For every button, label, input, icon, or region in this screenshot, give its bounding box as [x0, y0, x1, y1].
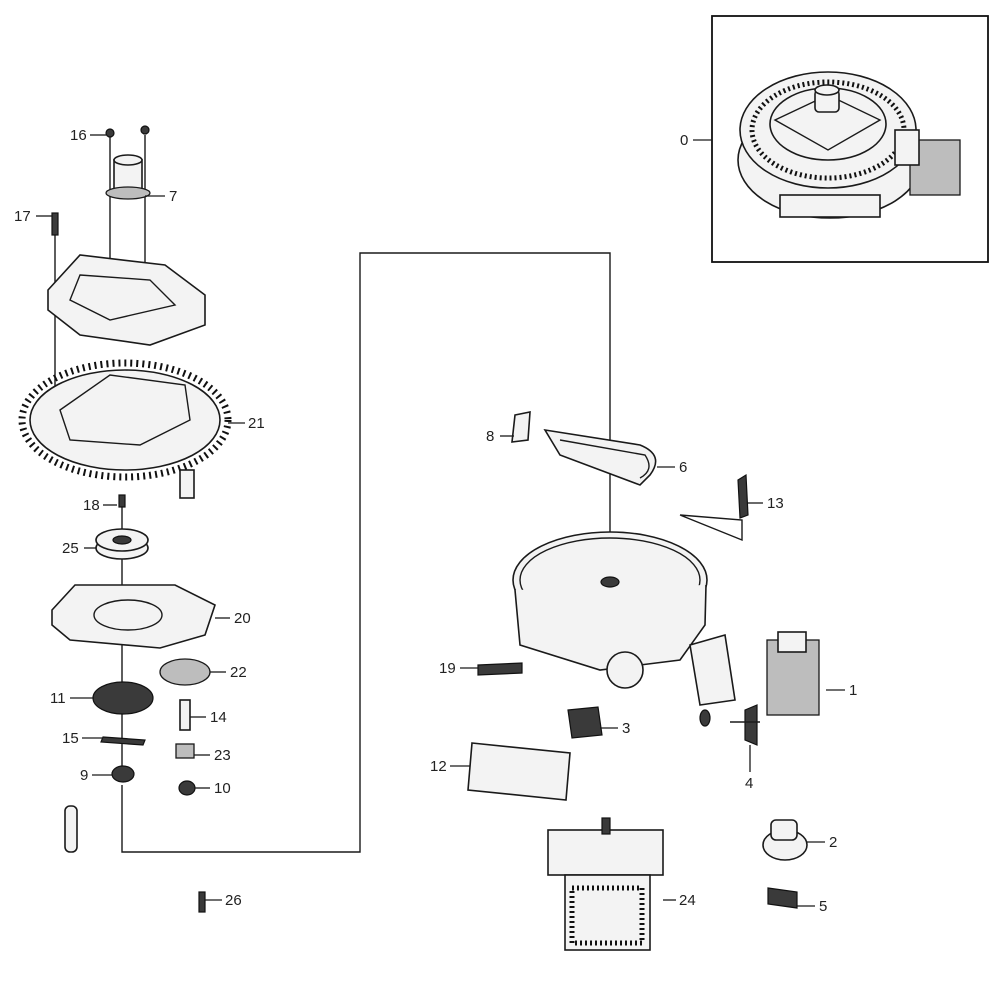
right-small-parts — [467, 631, 820, 909]
callout-12: 12 — [430, 758, 447, 775]
upper-cover-group — [47, 125, 206, 390]
callout-10: 10 — [214, 780, 231, 797]
callout-16: 16 — [70, 127, 87, 144]
callout-22: 22 — [230, 664, 247, 681]
leader-lines — [36, 134, 845, 907]
sump-housing — [512, 514, 743, 706]
callout-21: 21 — [248, 415, 265, 432]
callout-19: 19 — [439, 660, 456, 677]
callout-14: 14 — [210, 709, 227, 726]
callout-8: 8 — [486, 428, 494, 445]
callout-labels: 0 1 2 3 4 5 6 7 8 9 10 11 12 13 14 15 16… — [14, 127, 857, 915]
callout-23: 23 — [214, 747, 231, 764]
callout-24: 24 — [679, 892, 696, 909]
callout-15: 15 — [62, 730, 79, 747]
callout-7: 7 — [169, 188, 177, 205]
callout-20: 20 — [234, 610, 251, 627]
callout-5: 5 — [819, 898, 827, 915]
assembly-inset — [711, 15, 989, 263]
callout-4: 4 — [745, 775, 753, 792]
heater-group — [511, 411, 749, 519]
spray-ring-21 — [18, 359, 232, 499]
wash-motor-24 — [547, 817, 664, 951]
callout-6: 6 — [679, 459, 687, 476]
callout-9: 9 — [80, 767, 88, 784]
connector-line — [121, 252, 611, 853]
callout-26: 26 — [225, 892, 242, 909]
callout-17: 17 — [14, 208, 31, 225]
callout-13: 13 — [767, 495, 784, 512]
callout-3: 3 — [622, 720, 630, 737]
callout-11: 11 — [50, 690, 66, 707]
callout-25: 25 — [62, 540, 79, 557]
middle-stack — [51, 494, 216, 913]
callout-2: 2 — [829, 834, 837, 851]
callout-0: 0 — [680, 132, 688, 149]
callout-1: 1 — [849, 682, 857, 699]
callout-18: 18 — [83, 497, 100, 514]
